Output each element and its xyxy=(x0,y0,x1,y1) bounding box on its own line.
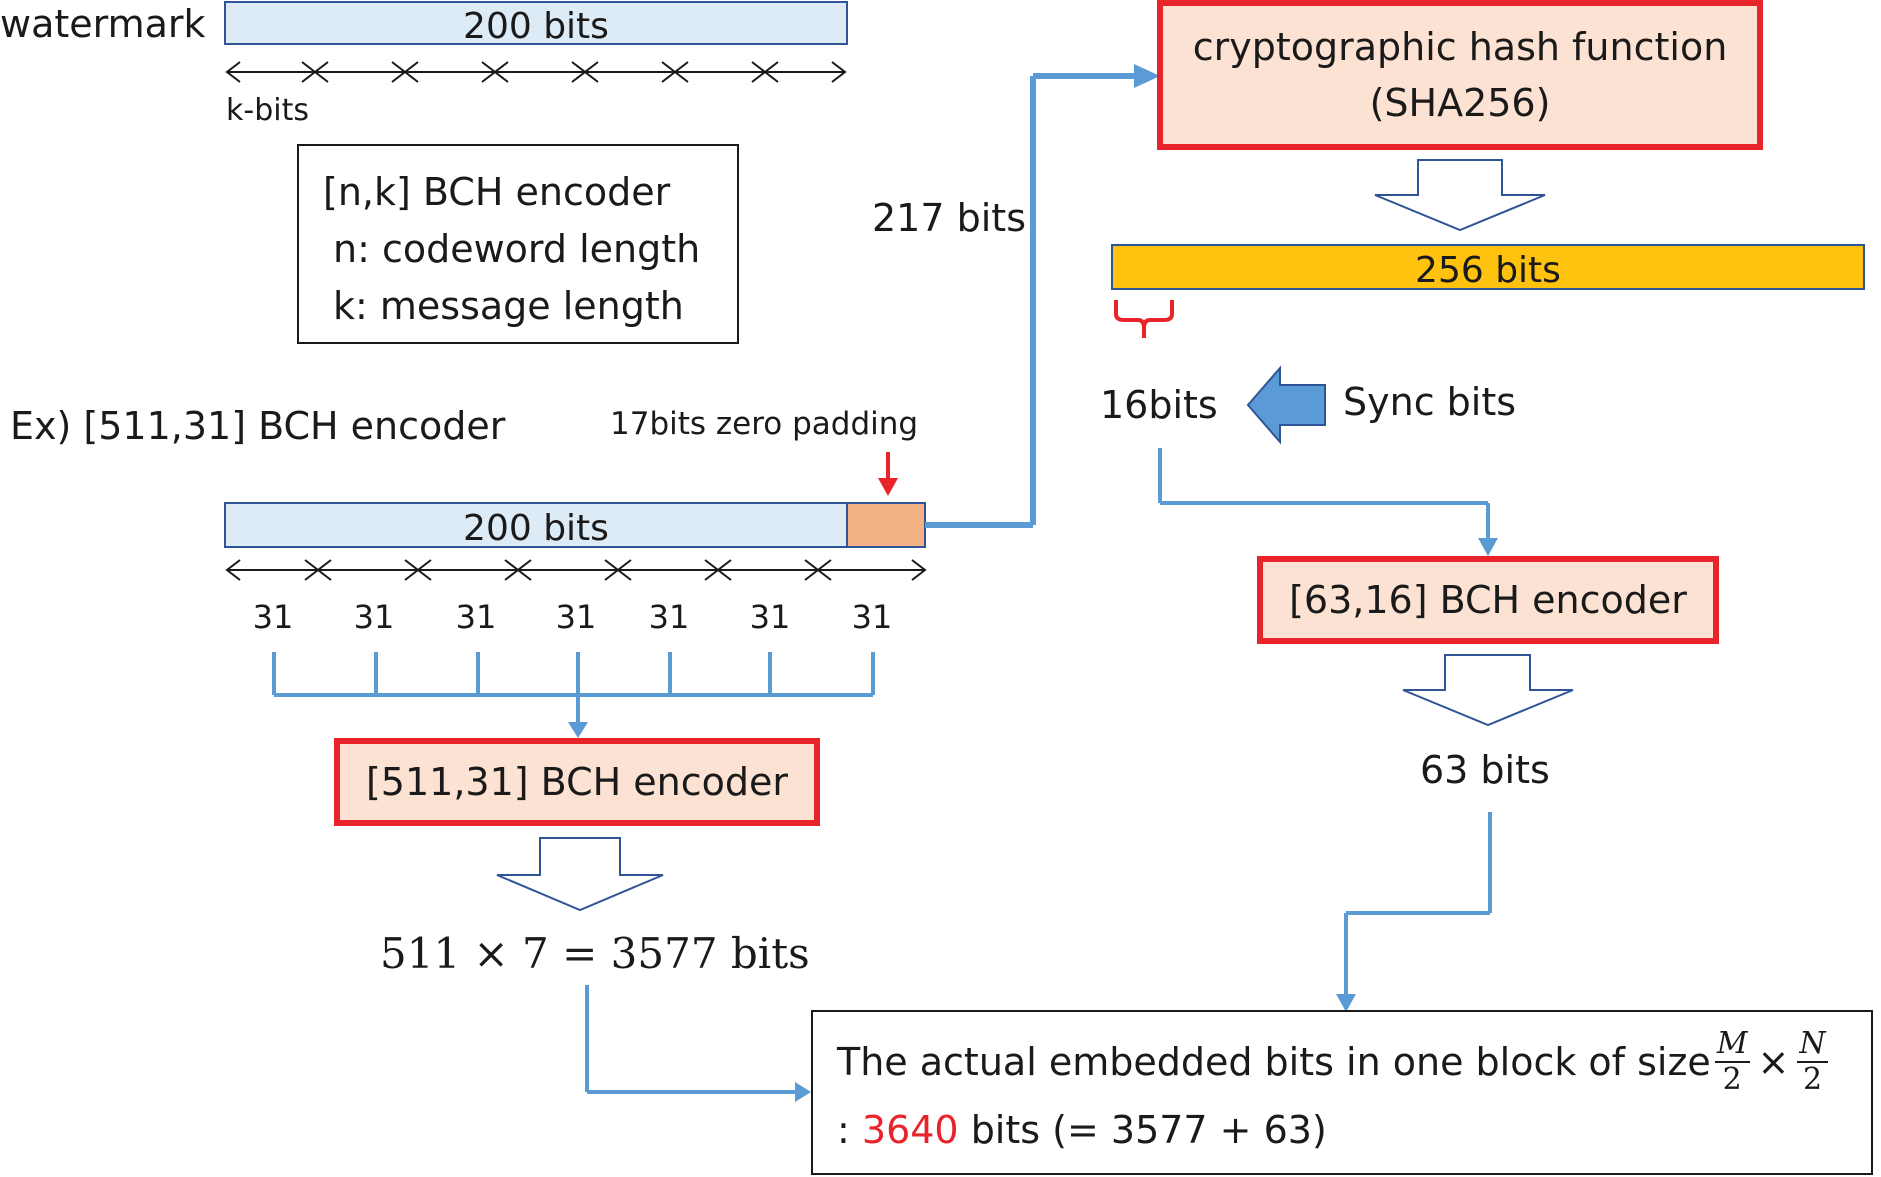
fraction-m-over-2: M 2 xyxy=(1714,1026,1750,1097)
sync-result: 63 bits xyxy=(1420,748,1550,792)
bch-legend-k: k: message length xyxy=(333,284,684,328)
bch-legend-n: n: codeword length xyxy=(333,227,701,271)
segment-label: 31 xyxy=(556,598,597,636)
bch-63-encoder-label: [63,16] BCH encoder xyxy=(1289,578,1687,622)
hash-input-arrowhead xyxy=(1134,64,1160,88)
segment-label: 31 xyxy=(253,598,294,636)
segment-label: 31 xyxy=(750,598,791,636)
sync-bits-label: Sync bits xyxy=(1343,380,1517,424)
watermark-bar xyxy=(224,1,848,45)
hash-function-subtitle: (SHA256) xyxy=(1369,81,1551,125)
summary-colon: : xyxy=(837,1108,862,1152)
bch-legend-title: [n,k] BCH encoder xyxy=(323,170,671,214)
example-segment-arrows xyxy=(225,559,927,581)
summary-line2: : 3640 bits (= 3577 + 63) xyxy=(837,1102,1871,1158)
sync-brace-icon xyxy=(1114,300,1174,338)
watermark-segment-arrows xyxy=(225,61,847,83)
times-symbol: × xyxy=(1757,1040,1790,1084)
sync-encoder-output-arrow xyxy=(1402,654,1574,727)
sync-arrow-icon xyxy=(1246,365,1326,445)
watermark-bar-label: 200 bits xyxy=(463,6,609,47)
fraction-m-denominator: 2 xyxy=(1722,1062,1742,1097)
segment-label: 31 xyxy=(456,598,497,636)
hash-output-bar-label: 256 bits xyxy=(1415,250,1561,291)
summary-text: The actual embedded bits in one block of… xyxy=(837,1040,1711,1084)
sync-result-arrowhead xyxy=(1336,994,1356,1012)
fraction-n-over-2: N 2 xyxy=(1797,1026,1828,1097)
summary-breakdown: bits (= 3577 + 63) xyxy=(958,1108,1327,1152)
bits-217-label: 217 bits xyxy=(872,196,1026,240)
segment-label: 31 xyxy=(354,598,395,636)
encoder-output-arrow xyxy=(496,837,664,912)
merge-arrowhead xyxy=(568,722,588,738)
segment-labels: 31 31 31 31 31 31 31 xyxy=(253,598,893,636)
sync-result-to-summary-connector xyxy=(1344,812,1492,998)
hash-function-box: cryptographic hash function (SHA256) xyxy=(1157,0,1763,150)
padding-bar xyxy=(846,502,926,548)
fraction-m: M xyxy=(1714,1026,1750,1063)
bch-511-encoder-label: [511,31] BCH encoder xyxy=(365,760,788,804)
k-bits-label: k-bits xyxy=(226,93,309,128)
segment-merge-connector xyxy=(272,652,875,728)
segment-label: 31 xyxy=(649,598,690,636)
result-to-summary-connector xyxy=(585,985,795,1094)
bch-63-encoder-box: [63,16] BCH encoder xyxy=(1257,556,1719,644)
summary-box: The actual embedded bits in one block of… xyxy=(811,1010,1873,1175)
sync-to-encoder-connector xyxy=(1158,448,1490,542)
summary-line1: The actual embedded bits in one block of… xyxy=(837,1022,1871,1102)
padding-pointer-arrow xyxy=(878,452,898,496)
example-bar-label: 200 bits xyxy=(463,508,609,549)
watermark-label: watermark xyxy=(0,2,206,46)
bits-217-connector xyxy=(925,73,1138,528)
padding-label: 17bits zero padding xyxy=(610,406,919,442)
sync-encoder-arrowhead xyxy=(1478,538,1498,556)
example-result: 511 × 7 = 3577 bits xyxy=(380,929,810,978)
summary-total: 3640 xyxy=(861,1108,959,1152)
bch-511-encoder-box: [511,31] BCH encoder xyxy=(334,738,820,826)
hash-output-bar xyxy=(1111,244,1865,290)
segment-label: 31 xyxy=(852,598,893,636)
fraction-n-denominator: 2 xyxy=(1802,1062,1823,1097)
example-title: Ex) [511,31] BCH encoder xyxy=(10,404,506,448)
result-arrowhead xyxy=(795,1082,811,1102)
fraction-n: N xyxy=(1797,1026,1828,1063)
bch-legend-box: [n,k] BCH encoder n: codeword length k: … xyxy=(297,144,739,344)
sync-selected-label: 16bits xyxy=(1100,383,1218,427)
hash-function-title: cryptographic hash function xyxy=(1192,25,1728,69)
hash-output-arrow xyxy=(1374,159,1546,232)
